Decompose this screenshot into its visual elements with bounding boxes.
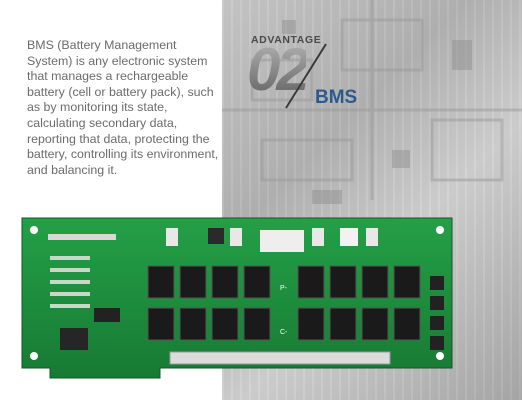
switch	[340, 228, 358, 246]
mount-hole	[30, 352, 38, 360]
pcb-board-image: P- C-	[21, 217, 453, 379]
bms-description: BMS (Battery Management System) is any e…	[27, 38, 219, 177]
advantage-number-text: 02	[247, 36, 310, 103]
terminal	[430, 316, 444, 330]
bms-tag: BMS	[315, 87, 358, 108]
advantage-label: ADVANTAGE	[251, 34, 321, 46]
slash-divider	[285, 43, 327, 109]
mosfet-row-bottom	[147, 307, 421, 341]
mount-hole	[436, 226, 444, 234]
terminal	[430, 336, 444, 350]
c-minus-label: C-	[280, 329, 288, 336]
terminal	[430, 296, 444, 310]
bus-bar	[169, 351, 391, 365]
terminal	[430, 276, 444, 290]
mount-hole	[30, 226, 38, 234]
circuit-texture	[222, 0, 522, 204]
ic-chip	[94, 308, 120, 322]
mount-hole	[436, 352, 444, 360]
mosfet-row-top	[147, 265, 421, 299]
ic-chip	[60, 328, 88, 350]
p-minus-label: P-	[280, 285, 288, 292]
label-sticker	[260, 230, 304, 252]
balance-connector	[48, 234, 116, 240]
advantage-number: 02	[247, 40, 310, 100]
potentiometer	[208, 228, 224, 244]
